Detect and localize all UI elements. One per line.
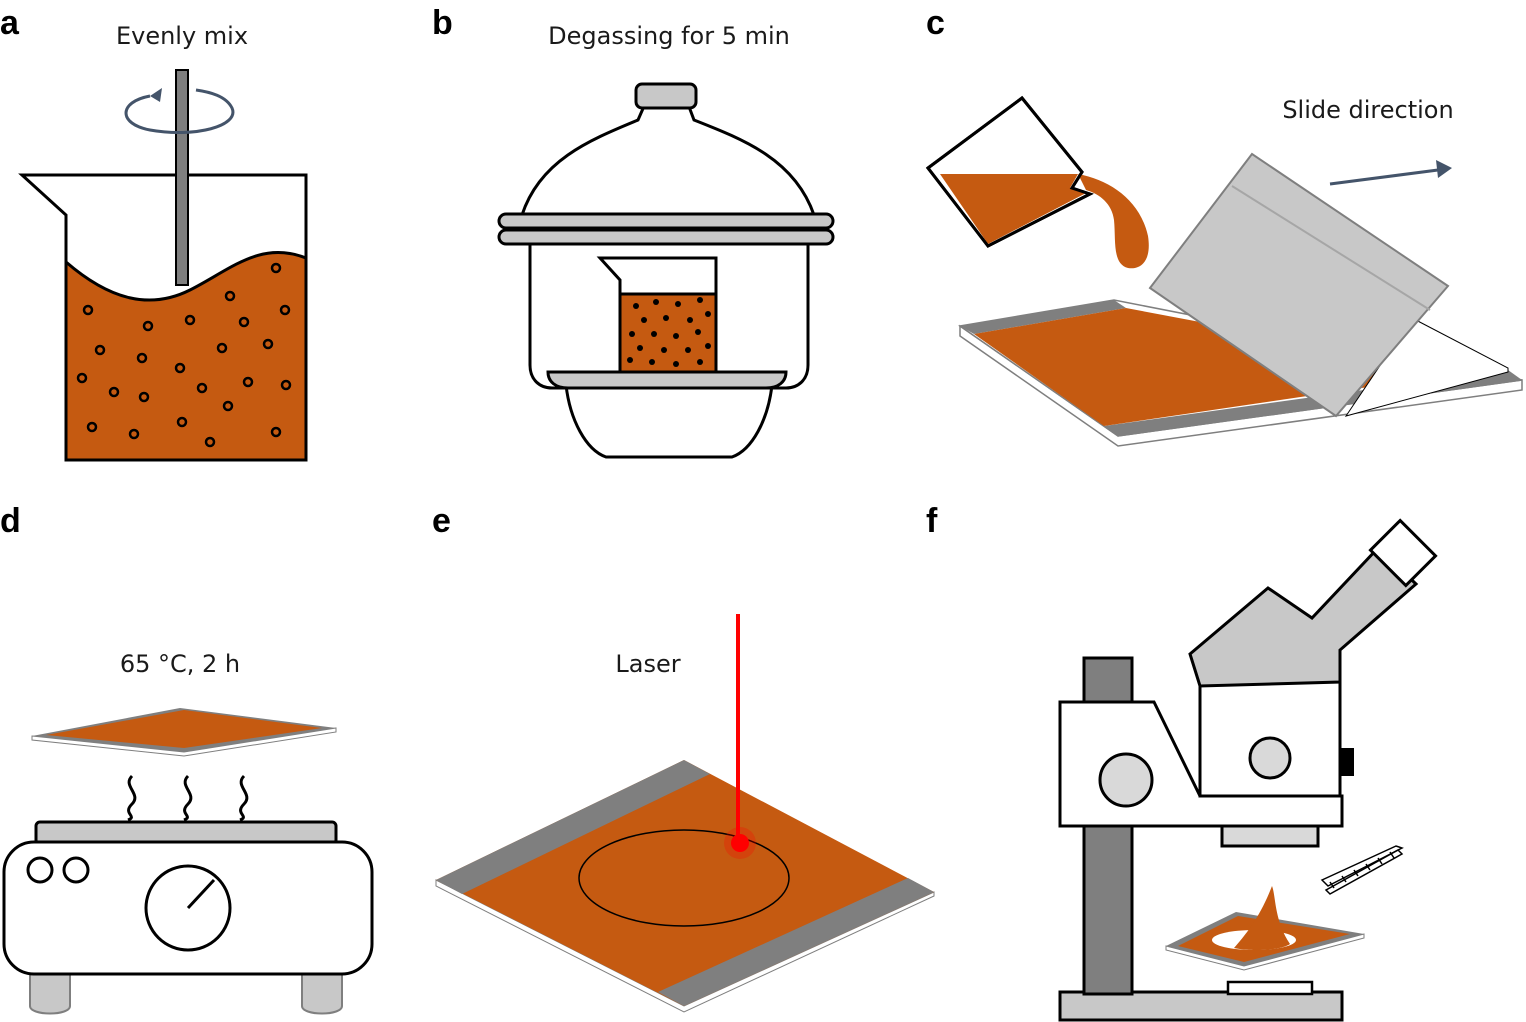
microscope-stage-plate <box>1226 980 1314 996</box>
slurry-fill <box>64 251 308 462</box>
peeled-film <box>1234 886 1290 951</box>
zoom-knob <box>1248 736 1292 780</box>
objective-lens <box>1220 824 1320 848</box>
hotplate-button-2 <box>62 856 90 884</box>
panel-d: d 65 °C, 2 h <box>0 502 374 1015</box>
laser-substrate-top <box>436 760 934 1006</box>
panel-letter-a: a <box>0 4 20 42</box>
panel-letter-f: f <box>926 502 938 540</box>
bubbles <box>76 262 292 448</box>
blade-edge-line <box>1231 185 1431 311</box>
desiccator-knob <box>634 82 698 110</box>
panel-f: f <box>926 502 1438 1022</box>
caption-laser: Laser <box>615 650 680 678</box>
caption-temperature-time: 65 °C, 2 h <box>120 650 240 678</box>
slide-direction-arrow <box>1329 168 1439 186</box>
desiccator-flange-bottom <box>497 228 835 246</box>
desiccator-flange-top <box>497 212 835 230</box>
panel-letter-b: b <box>432 4 453 42</box>
hotplate-button-1 <box>26 856 54 884</box>
caption-evenly-mix: Evenly mix <box>116 22 248 50</box>
panel-e: e Laser <box>432 502 935 1013</box>
blade-side <box>1344 317 1509 417</box>
caption-slide-direction: Slide direction <box>1282 96 1453 124</box>
inner-particles <box>627 297 711 367</box>
panel-a: a Evenly mix <box>0 4 308 462</box>
focus-knob <box>1098 752 1154 808</box>
panel-letter-c: c <box>926 4 945 42</box>
hotplate-leg-left <box>29 971 71 1015</box>
eyepiece-housing <box>1188 545 1419 688</box>
eyepiece-cap <box>1368 518 1438 588</box>
caption-degassing: Degassing for 5 min <box>548 22 790 50</box>
side-switch <box>1340 748 1354 776</box>
laser-rail-right <box>658 878 934 1006</box>
heat-waves-icon <box>127 774 249 822</box>
laser-spot <box>731 834 749 852</box>
panel-c: c Slide direction <box>925 4 1523 447</box>
cut-outline <box>578 829 790 927</box>
rail-left <box>960 300 1126 334</box>
desiccator-plate <box>546 370 788 390</box>
pouring-beaker-outline <box>925 95 1094 248</box>
doctor-blade <box>1148 152 1450 418</box>
panel-b: b Degassing for 5 min <box>432 4 835 459</box>
panel-letter-e: e <box>432 502 451 540</box>
hotplate-dial-pointer <box>186 878 216 910</box>
slurry-film <box>974 308 1417 426</box>
stirring-rod <box>175 69 189 286</box>
tweezers-icon <box>1320 845 1404 895</box>
microscope-base <box>1058 990 1344 1022</box>
heated-substrate-film <box>46 710 322 748</box>
rotation-arrowhead <box>150 88 162 102</box>
slide-direction-arrowhead <box>1436 160 1452 178</box>
pouring-stream <box>1078 174 1149 269</box>
desiccator-base <box>564 383 774 459</box>
hotplate-leg-right <box>301 971 343 1015</box>
panel-letter-d: d <box>0 502 21 540</box>
pouring-slurry <box>940 174 1088 244</box>
desiccator-lid <box>519 102 817 217</box>
rotation-arrow-icon <box>124 88 235 134</box>
laser-rail-left <box>436 760 710 894</box>
